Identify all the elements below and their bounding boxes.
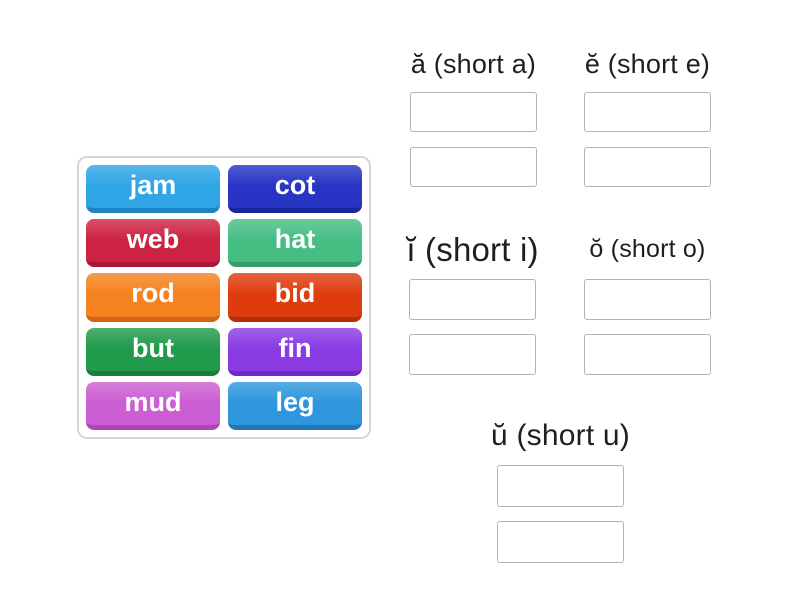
category-group-short-i: ĭ (short i) bbox=[406, 220, 539, 375]
word-tile-rod[interactable]: rod bbox=[86, 273, 220, 322]
word-tile-cot[interactable]: cot bbox=[228, 165, 362, 214]
word-tile-label: but bbox=[132, 332, 174, 363]
category-heading-short-a: ă (short a) bbox=[410, 48, 537, 79]
word-tile-bid[interactable]: bid bbox=[228, 273, 362, 322]
word-tile-label: leg bbox=[275, 386, 315, 417]
drop-slot-short-i-2[interactable] bbox=[409, 334, 536, 375]
category-heading-short-e: ĕ (short e) bbox=[584, 48, 711, 79]
drop-slot-short-u-2[interactable] bbox=[497, 521, 624, 563]
category-heading-short-o: ŏ (short o) bbox=[589, 235, 706, 263]
drop-slot-short-o-2[interactable] bbox=[584, 334, 711, 375]
word-tile-label: fin bbox=[278, 332, 312, 363]
word-tile-label: bid bbox=[274, 278, 316, 309]
word-tile-jam[interactable]: jam bbox=[86, 165, 220, 214]
category-group-short-e: ĕ (short e) bbox=[584, 36, 711, 187]
word-tile-label: cot bbox=[274, 170, 316, 201]
word-tile-label: rod bbox=[131, 278, 175, 309]
word-tile-leg[interactable]: leg bbox=[228, 381, 362, 430]
drop-slot-short-u-1[interactable] bbox=[497, 465, 624, 507]
drop-slot-short-e-2[interactable] bbox=[584, 147, 711, 187]
category-group-short-o: ŏ (short o) bbox=[584, 220, 711, 375]
word-tile-label: jam bbox=[129, 170, 177, 201]
word-tile-hat[interactable]: hat bbox=[228, 219, 362, 268]
drop-slot-short-i-1[interactable] bbox=[409, 279, 536, 320]
word-tile-mud[interactable]: mud bbox=[86, 381, 220, 430]
category-group-short-a: ă (short a) bbox=[410, 36, 537, 187]
drop-slot-short-a-2[interactable] bbox=[410, 147, 537, 187]
category-group-short-u: ŭ (short u) bbox=[491, 406, 630, 563]
word-tile-web[interactable]: web bbox=[86, 219, 220, 268]
drop-slot-short-o-1[interactable] bbox=[584, 279, 711, 320]
word-tile-fin[interactable]: fin bbox=[228, 327, 362, 376]
category-heading-short-i: ĭ (short i) bbox=[406, 230, 539, 268]
drop-slot-short-a-1[interactable] bbox=[410, 92, 537, 132]
word-tile-label: mud bbox=[124, 386, 182, 417]
drop-slot-short-e-1[interactable] bbox=[584, 92, 711, 132]
word-tile-label: web bbox=[126, 224, 180, 255]
word-tile-but[interactable]: but bbox=[86, 327, 220, 376]
word-bank: jam cot web hat rod bid but fin mud leg bbox=[77, 156, 371, 439]
word-tile-label: hat bbox=[274, 224, 316, 255]
category-heading-short-u: ŭ (short u) bbox=[491, 418, 630, 452]
